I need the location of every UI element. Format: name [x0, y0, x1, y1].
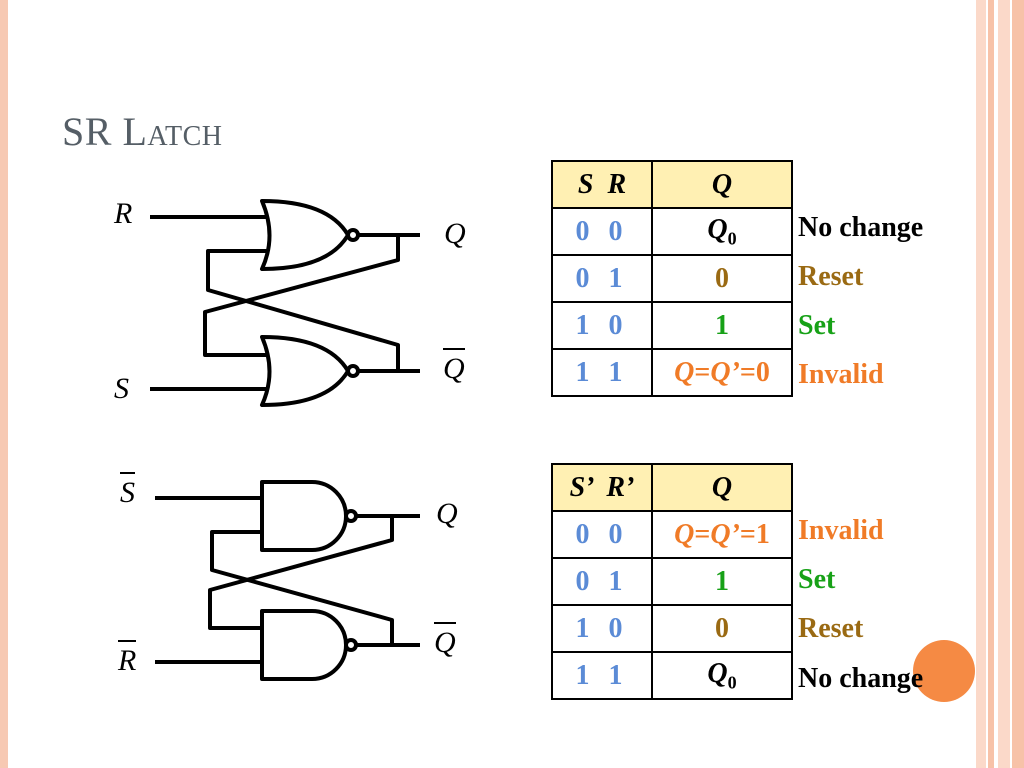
title-main: SR — [62, 109, 112, 154]
nand-output-qbar-label: Q — [434, 622, 456, 660]
row-inputs: 0 0 — [551, 207, 653, 256]
nor-gate-bottom-bubble — [346, 364, 360, 378]
row-inputs: 1 0 — [551, 604, 653, 653]
row-output: 1 — [651, 557, 793, 606]
table-row: 1 1 Q=Q’=0 — [551, 348, 793, 397]
row-inputs: 0 1 — [551, 254, 653, 303]
decorative-orange-dot — [913, 640, 975, 702]
row-output: Q0 — [651, 651, 793, 700]
table-row: 0 1 0 — [551, 254, 793, 303]
state-no-change: No change — [798, 663, 924, 694]
state-set: Set — [798, 310, 836, 341]
slide-frame-left — [0, 0, 8, 768]
nor-truth-table: S R Q 0 0 Q0 0 1 0 1 0 1 1 1 Q=Q’=0 — [551, 160, 793, 397]
state-no-change: No change — [798, 212, 924, 243]
table-row: 1 1 Q0 — [551, 651, 793, 700]
table-header-row: S’ R’ Q — [551, 463, 793, 512]
wire-feedback-q — [203, 235, 400, 357]
row-output: 0 — [651, 604, 793, 653]
row-inputs: 0 1 — [551, 557, 653, 606]
title-rest: Latch — [122, 109, 223, 154]
table-row: 1 0 0 — [551, 604, 793, 653]
state-set: Set — [798, 564, 836, 595]
nand-gate-top — [260, 480, 348, 552]
table-row: 0 0 Q=Q’=1 — [551, 510, 793, 559]
nand-input-sbar-label: S — [120, 472, 135, 510]
row-output: Q0 — [651, 207, 793, 256]
nor-gate-bottom — [260, 335, 350, 407]
nor-output-qbar-label: Q — [443, 348, 465, 386]
table-row: 0 1 1 — [551, 557, 793, 606]
nand-gate-bottom — [260, 609, 348, 681]
nand-truth-table: S’ R’ Q 0 0 Q=Q’=1 0 1 1 1 0 0 1 1 Q0 — [551, 463, 793, 700]
nand-input-rbar-label: R — [118, 640, 137, 678]
nand-output-q-label: Q — [436, 497, 458, 530]
slide-frame-right — [976, 0, 1024, 768]
header-inputs: S R — [551, 160, 653, 209]
nor-latch-diagram — [150, 199, 420, 407]
state-invalid: Invalid — [798, 359, 884, 390]
state-reset: Reset — [798, 261, 864, 292]
table-row: 0 0 Q0 — [551, 207, 793, 256]
row-output: Q=Q’=1 — [651, 510, 793, 559]
table-row: 1 0 1 — [551, 301, 793, 350]
nand-gate-bottom-bubble — [344, 638, 358, 652]
nor-output-q-label: Q — [444, 217, 466, 250]
nor-input-s-label: S — [114, 372, 129, 405]
state-invalid: Invalid — [798, 515, 884, 546]
slide-title: SR Latch — [62, 108, 223, 155]
nand-latch-diagram — [155, 480, 420, 681]
wire-feedback-qbar — [206, 249, 400, 371]
row-output: 0 — [651, 254, 793, 303]
row-inputs: 0 0 — [551, 510, 653, 559]
row-inputs: 1 1 — [551, 651, 653, 700]
table-header-row: S R Q — [551, 160, 793, 209]
row-output: 1 — [651, 301, 793, 350]
state-reset: Reset — [798, 613, 864, 644]
row-output: Q=Q’=0 — [651, 348, 793, 397]
header-output: Q — [651, 463, 793, 512]
nor-input-r-label: R — [114, 197, 133, 230]
row-inputs: 1 1 — [551, 348, 653, 397]
nor-gate-top-bubble — [346, 228, 360, 242]
nor-gate-top — [260, 199, 350, 271]
row-inputs: 1 0 — [551, 301, 653, 350]
wire-feedback-q2 — [208, 516, 394, 630]
nand-gate-top-bubble — [344, 509, 358, 523]
wire-feedback-qbar2 — [210, 530, 394, 645]
header-inputs: S’ R’ — [551, 463, 653, 512]
header-output: Q — [651, 160, 793, 209]
